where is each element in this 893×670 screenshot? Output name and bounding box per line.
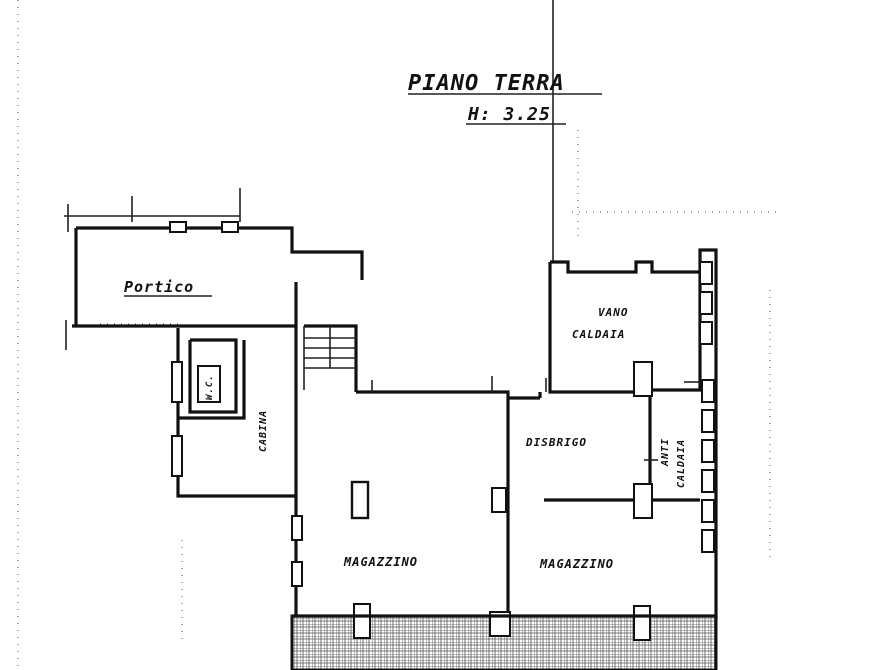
plan-height: H: 3.25 — [467, 104, 551, 125]
room-label-cabina: CABINA — [258, 410, 269, 452]
right-wing-walls — [508, 248, 718, 620]
plan-title: PIANO TERRA — [408, 71, 565, 96]
room-label-portico: Portico — [124, 278, 194, 296]
service-block-walls — [171, 282, 298, 620]
sheet-border — [17, 0, 780, 670]
room-label-magazzino-right: MAGAZZINO — [539, 557, 614, 571]
room-label-caldaia: CALDAIA — [572, 328, 625, 341]
room-label-wc: W.C. — [205, 374, 215, 400]
staircase — [303, 324, 358, 392]
room-label-anti-caldaia: CALDAIA — [676, 439, 687, 488]
portico-walls — [64, 188, 364, 350]
room-label-vano: VANO — [598, 306, 629, 319]
bottom-hatched-wall — [290, 603, 718, 670]
magazzino-left-walls — [291, 376, 510, 620]
room-label-disbrigo: DISBRIGO — [525, 436, 587, 449]
room-label-magazzino-left: MAGAZZINO — [343, 555, 418, 569]
room-label-anti: ANTI — [660, 438, 671, 467]
